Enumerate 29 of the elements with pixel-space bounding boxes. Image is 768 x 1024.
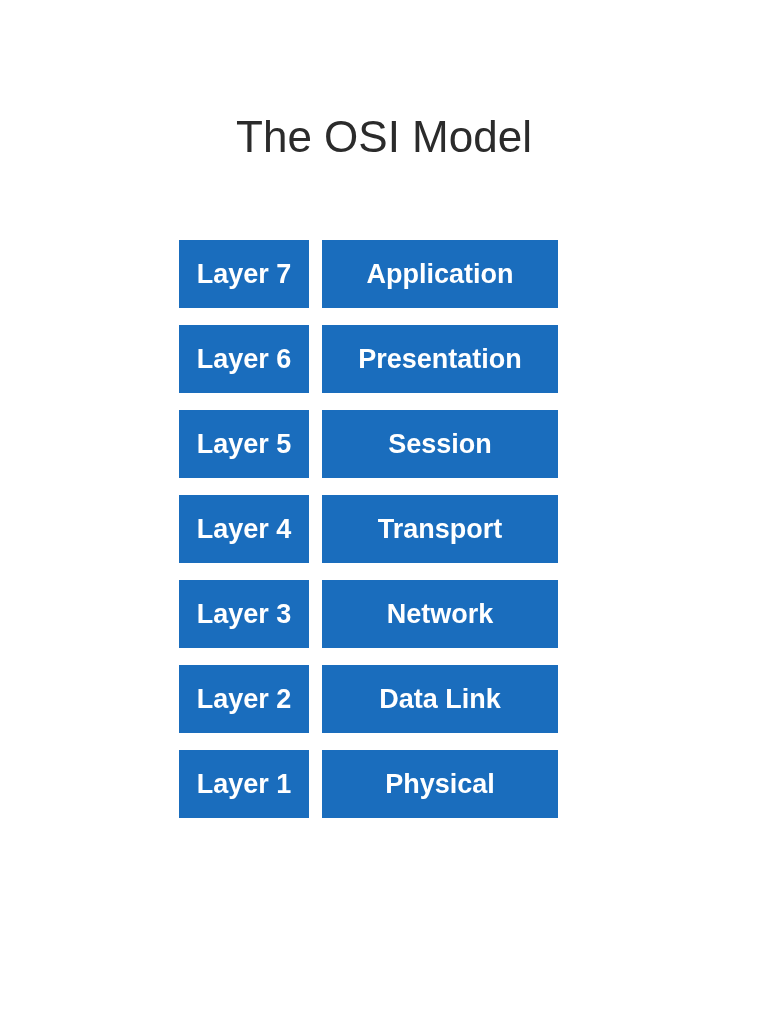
- layer-number-box: [179, 750, 309, 818]
- layer-number-box: [179, 495, 309, 563]
- layer-label: Layer 4: [196, 513, 292, 545]
- layer-number-box: [179, 410, 309, 478]
- layer-label: Session: [388, 428, 492, 460]
- layer-label: Presentation: [358, 343, 522, 375]
- layer-name-box: [322, 495, 558, 563]
- diagram-title: The OSI Model: [235, 112, 533, 162]
- layer-label: Layer 3: [196, 598, 292, 630]
- layer-label: Layer 7: [196, 258, 292, 290]
- layer-label: Physical: [385, 768, 495, 800]
- layer-name-box: [322, 665, 558, 733]
- layer-name-box: [322, 410, 558, 478]
- layer-number-box: [179, 580, 309, 648]
- layer-label: Layer 5: [196, 428, 292, 460]
- layer-label: Layer 6: [196, 343, 292, 375]
- layer-number-box: [179, 325, 309, 393]
- layer-label: Network: [386, 598, 494, 630]
- layer-number-box: [179, 240, 309, 308]
- layer-name-box: [322, 750, 558, 818]
- layer-label: Transport: [377, 513, 503, 545]
- layer-name-box: [322, 240, 558, 308]
- layer-number-box: [179, 665, 309, 733]
- layer-label: Data Link: [379, 683, 501, 715]
- layer-label: Layer 2: [196, 683, 292, 715]
- layer-name-box: [322, 580, 558, 648]
- layer-label: Application: [366, 258, 514, 290]
- layer-label: Layer 1: [196, 768, 292, 800]
- layer-name-box: [322, 325, 558, 393]
